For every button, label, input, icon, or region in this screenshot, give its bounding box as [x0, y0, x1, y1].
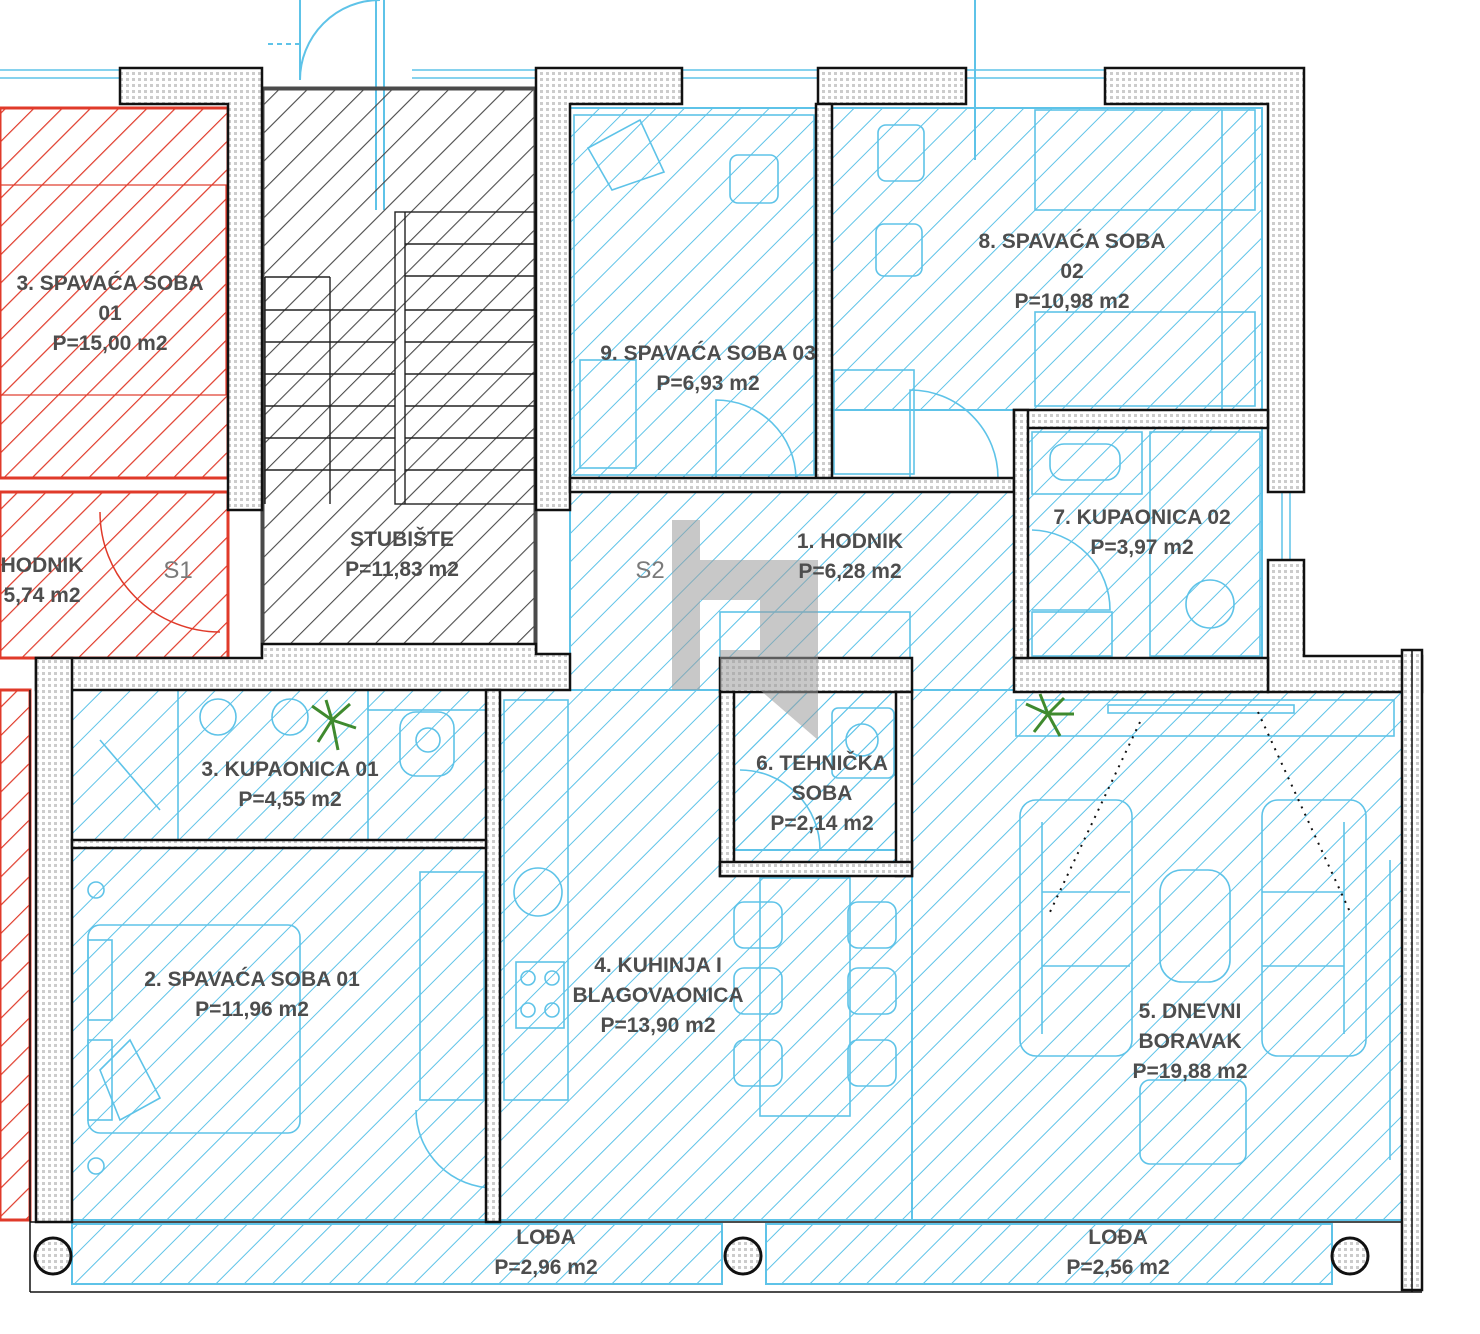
room-label-kupaonica-01-1: P=4,55 m2: [238, 788, 341, 811]
room-label-spavaca-soba-01-upper-0: 3. SPAVAĆA SOBA: [16, 271, 203, 295]
room-label-spavaca-soba-01-0: 2. SPAVAĆA SOBA 01: [144, 967, 360, 991]
room-label-spavaca-soba-03-0: 9. SPAVAĆA SOBA 03: [600, 341, 816, 365]
room-label-hodnik-left-1: 5,74 m2: [3, 584, 80, 607]
room-label-hodnik-1: P=6,28 m2: [798, 560, 901, 583]
room-label-loda-left-0: LOĐA: [516, 1226, 576, 1249]
room-label-dnevni-boravak-2: P=19,88 m2: [1132, 1060, 1247, 1083]
room-label-loda-right-0: LOĐA: [1088, 1226, 1148, 1249]
room-label-dnevni-boravak-0: 5. DNEVNI: [1139, 1000, 1242, 1023]
room-label-spavaca-soba-02-1: 02: [1060, 260, 1083, 283]
room-label-stubiste-1: P=11,83 m2: [345, 558, 459, 581]
room-label-dnevni-boravak-1: BORAVAK: [1138, 1030, 1241, 1053]
columns: [33, 1236, 1370, 1276]
stair-mark-s2: S2: [635, 557, 664, 584]
room-label-loda-left-1: P=2,96 m2: [494, 1256, 597, 1279]
room-label-spavaca-soba-01-1: P=11,96 m2: [195, 998, 309, 1021]
room-label-kuhinja-0: 4. KUHINJA I: [594, 954, 722, 977]
walls: [34, 66, 1424, 1292]
room-label-kuhinja-2: P=13,90 m2: [600, 1014, 715, 1037]
projector-lines: [1049, 711, 1351, 913]
room-label-kupaonica-01-0: 3. KUPAONICA 01: [201, 758, 379, 781]
room-label-hodnik-left-0: HODNIK: [1, 554, 84, 577]
room-label-spavaca-soba-01-upper-1: 01: [98, 302, 122, 325]
room-label-spavaca-soba-02-0: 8. SPAVAĆA SOBA: [978, 229, 1165, 253]
room-label-spavaca-soba-01-upper-2: P=15,00 m2: [52, 332, 167, 355]
room-label-spavaca-soba-02-2: P=10,98 m2: [1014, 290, 1129, 313]
room-label-tehnicka-soba-1: SOBA: [792, 782, 853, 805]
blue-apartment: [71, 107, 1403, 1285]
stair-mark-s1: S1: [163, 557, 192, 584]
stairwell: [260, 86, 538, 656]
watermark-logo: [672, 520, 818, 740]
room-label-kuhinja-1: BLAGOVAONICA: [572, 984, 743, 1007]
room-label-kupaonica-02-0: 7. KUPAONICA 02: [1053, 506, 1230, 529]
room-label-spavaca-soba-03-1: P=6,93 m2: [656, 372, 759, 395]
stair-treads: [264, 211, 536, 505]
outer-lines: [29, 650, 1422, 1293]
room-label-hodnik-0: 1. HODNIK: [797, 530, 903, 553]
furniture: [87, 109, 1395, 1189]
room-label-stubiste-0: STUBIŠTE: [350, 527, 454, 551]
room-label-kupaonica-02-1: P=3,97 m2: [1090, 536, 1193, 559]
room-labels: 3. SPAVAĆA SOBA 01P=15,00 m2 HODNIK 5,74 m2…: [1, 229, 1248, 1279]
room-label-tehnicka-soba-0: 6. TEHNIČKA: [756, 751, 888, 775]
room-label-loda-right-1: P=2,56 m2: [1066, 1256, 1169, 1279]
window-lines: [0, 69, 1291, 560]
plant-icon: [311, 693, 1074, 751]
room-label-tehnicka-soba-2: P=2,14 m2: [770, 812, 873, 835]
